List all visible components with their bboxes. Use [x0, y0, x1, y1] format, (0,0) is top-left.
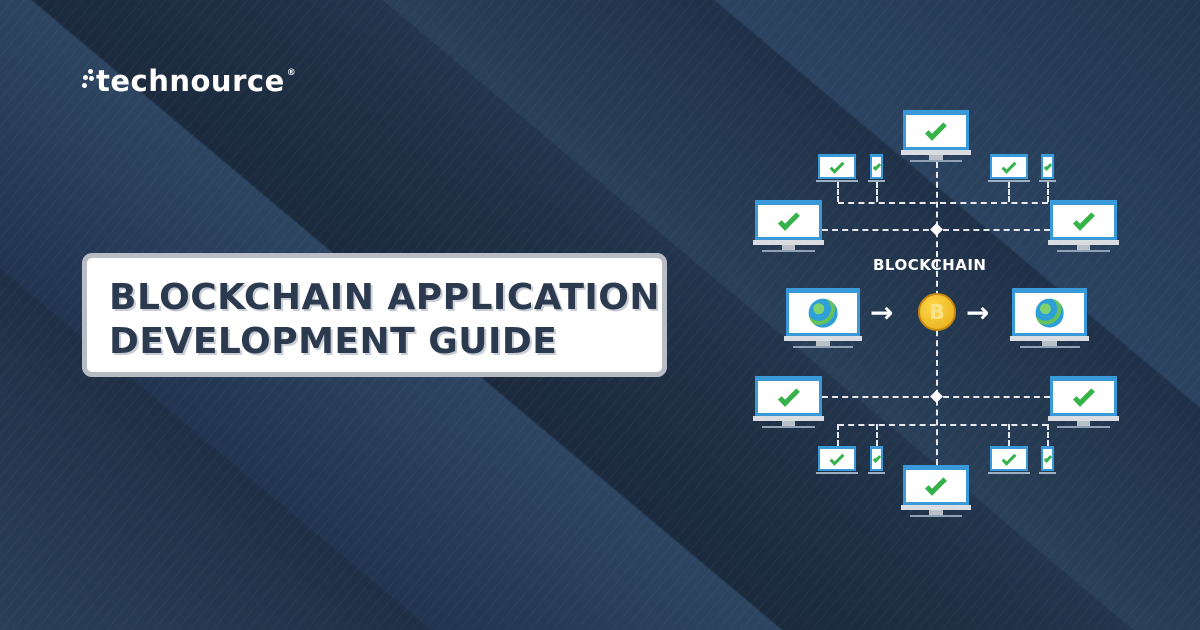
- connection-line: [1047, 182, 1049, 202]
- title-card: BLOCKCHAIN APPLICATION DEVELOPMENT GUIDE: [82, 253, 667, 377]
- laptop-node: [988, 446, 1030, 474]
- arrow-right-icon: →: [870, 296, 894, 329]
- monitor-node: [1048, 376, 1119, 428]
- checkmark-icon: [829, 450, 845, 466]
- phone-node: [868, 446, 885, 474]
- monitor-node: [901, 110, 971, 162]
- monitor-node: [1048, 200, 1119, 252]
- title-line-1: BLOCKCHAIN APPLICATION: [109, 277, 660, 318]
- phone-node: [1039, 154, 1056, 182]
- checkmark-icon: [872, 454, 881, 463]
- checkmark-icon: [1001, 450, 1017, 466]
- checkmark-icon: [1043, 162, 1052, 171]
- connection-line: [837, 424, 839, 446]
- connection-line: [1047, 424, 1049, 446]
- laptop-node: [816, 154, 858, 182]
- phone-node: [868, 154, 885, 182]
- logo-text: technource: [96, 64, 285, 98]
- globe-icon: [808, 298, 838, 328]
- checkmark-icon: [924, 118, 948, 141]
- monitor-node: [753, 376, 824, 428]
- checkmark-icon: [924, 473, 948, 496]
- checkmark-icon: [872, 162, 881, 171]
- checkmark-icon: [777, 208, 800, 231]
- globe-monitor: [1010, 288, 1089, 348]
- checkmark-icon: [1001, 158, 1017, 174]
- logo-dots-icon: [80, 66, 94, 96]
- checkmark-icon: [1043, 454, 1052, 463]
- laptop-node: [816, 446, 858, 474]
- checkmark-icon: [1072, 208, 1095, 231]
- connection-line: [837, 182, 839, 202]
- technource-logo: technource ®: [80, 64, 296, 98]
- connection-line: [838, 424, 1048, 426]
- title-line-2: DEVELOPMENT GUIDE: [109, 321, 558, 362]
- connection-line: [876, 424, 878, 446]
- laptop-node: [988, 154, 1030, 182]
- connection-line: [838, 202, 1048, 204]
- phone-node: [1039, 446, 1056, 474]
- arrow-right-icon: →: [966, 296, 990, 329]
- monitor-node: [901, 465, 971, 517]
- checkmark-icon: [1072, 384, 1095, 407]
- globe-monitor: [784, 288, 862, 348]
- connection-line: [1008, 424, 1010, 446]
- connection-line: [1008, 182, 1010, 202]
- checkmark-icon: [829, 158, 845, 174]
- connection-line: [876, 182, 878, 202]
- globe-icon: [1035, 298, 1064, 328]
- monitor-node: [753, 200, 824, 252]
- blockchain-label: BLOCKCHAIN: [873, 256, 987, 274]
- bitcoin-coin-icon: B: [918, 293, 956, 331]
- registered-mark: ®: [286, 68, 297, 78]
- checkmark-icon: [777, 384, 800, 407]
